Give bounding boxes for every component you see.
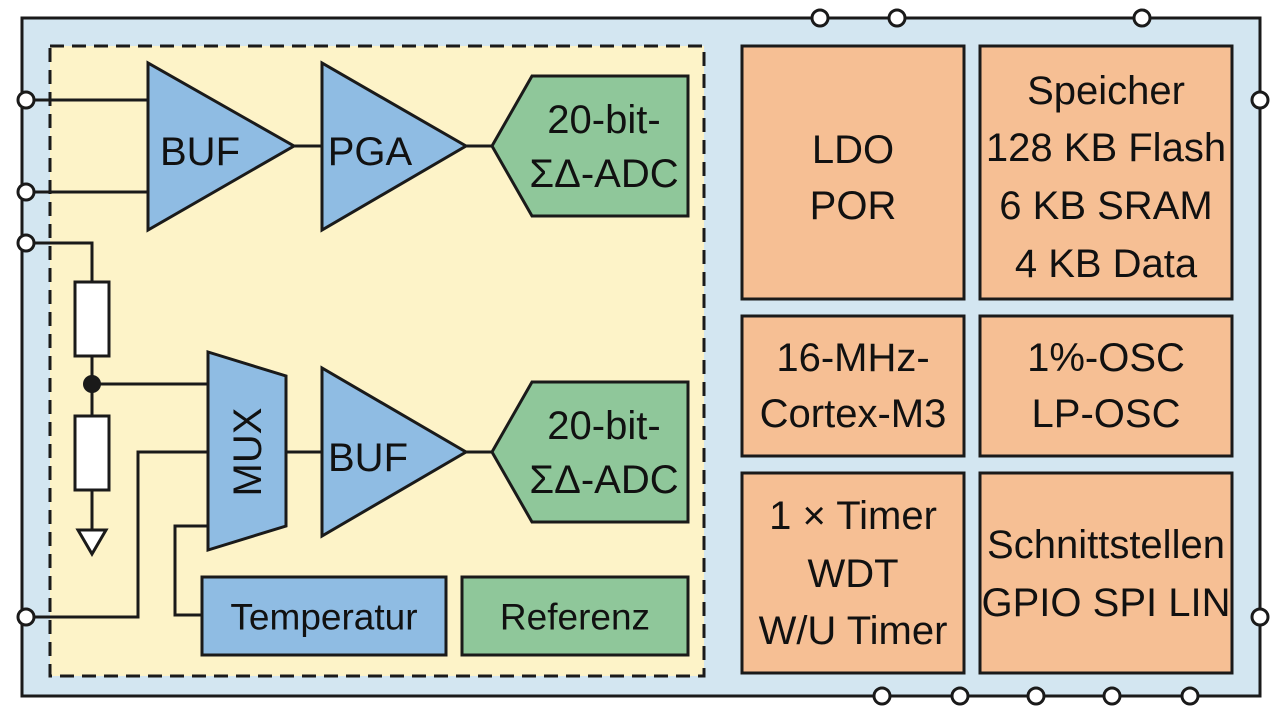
adc-top-block: 20-bit- ΣΔ-ADC	[490, 74, 690, 218]
adc-bottom-block: 20-bit- ΣΔ-ADC	[490, 380, 690, 524]
pin-circle-icon	[1102, 686, 1122, 706]
pin-circle-icon	[887, 8, 907, 28]
speicher-block: Speicher 128 KB Flash 6 KB SRAM 4 KB Dat…	[978, 44, 1234, 301]
speicher-line-1: Speicher	[1027, 69, 1185, 113]
pin-circle-icon	[872, 686, 892, 706]
pins	[16, 8, 1270, 706]
cpu-block: 16-MHz- Cortex-M3	[740, 314, 966, 458]
interfaces-block: Schnittstellen GPIO SPI LIN	[978, 471, 1234, 675]
interfaces-line-1: Schnittstellen	[987, 523, 1225, 567]
pin-circle-icon	[810, 8, 830, 28]
cpu-line-2: Cortex-M3	[760, 392, 947, 436]
pin-circle-icon	[16, 233, 36, 253]
pin-circle-icon	[1026, 686, 1046, 706]
timer-line-3: W/U Timer	[759, 609, 948, 653]
pin-circle-icon	[950, 686, 970, 706]
resistor-icon	[73, 414, 111, 492]
pga-amplifier: PGA	[320, 60, 469, 233]
temperatur-block: Temperatur	[200, 575, 448, 657]
osc-line-1: 1%-OSC	[1027, 336, 1185, 380]
ldo-line-2: POR	[810, 184, 897, 228]
resistor-icon	[73, 280, 111, 358]
pin-circle-icon	[1250, 90, 1270, 110]
temperatur-label: Temperatur	[230, 597, 417, 638]
speicher-line-4: 4 KB Data	[1015, 242, 1198, 286]
timer-block: 1 × Timer WDT W/U Timer	[740, 471, 966, 675]
adc-bottom-line-1: 20-bit-	[547, 404, 660, 448]
buf-bottom-amplifier: BUF	[320, 365, 469, 539]
interfaces-line-2: GPIO SPI LIN	[982, 581, 1231, 625]
adc-top-line-1: 20-bit-	[547, 98, 660, 142]
buf-bottom-label: BUF	[328, 436, 408, 480]
osc-line-2: LP-OSC	[1032, 392, 1181, 436]
pin-circle-icon	[1132, 8, 1152, 28]
mux-block: MUX	[206, 349, 288, 553]
cpu-line-1: 16-MHz-	[776, 336, 929, 380]
referenz-block: Referenz	[460, 575, 690, 657]
timer-line-2: WDT	[807, 552, 898, 596]
ldo-por-block: LDO POR	[740, 44, 966, 301]
timer-line-1: 1 × Timer	[769, 494, 937, 538]
ground-icon	[75, 528, 109, 557]
adc-top-line-2: ΣΔ-ADC	[529, 152, 678, 196]
ldo-line-1: LDO	[812, 128, 894, 172]
pin-circle-icon	[16, 90, 36, 110]
junction-dot	[83, 375, 101, 393]
pin-circle-icon	[16, 182, 36, 202]
mux-label: MUX	[226, 408, 270, 497]
buf-top-label: BUF	[160, 130, 240, 174]
pin-circle-icon	[16, 607, 36, 627]
osc-block: 1%-OSC LP-OSC	[978, 314, 1234, 458]
pin-circle-icon	[1180, 686, 1200, 706]
adc-bottom-line-2: ΣΔ-ADC	[529, 458, 678, 502]
speicher-line-2: 128 KB Flash	[986, 126, 1226, 170]
speicher-line-3: 6 KB SRAM	[999, 184, 1212, 228]
pin-circle-icon	[1250, 607, 1270, 627]
buf-top-amplifier: BUF	[146, 60, 298, 233]
referenz-label: Referenz	[500, 597, 650, 638]
pga-label: PGA	[328, 130, 413, 174]
